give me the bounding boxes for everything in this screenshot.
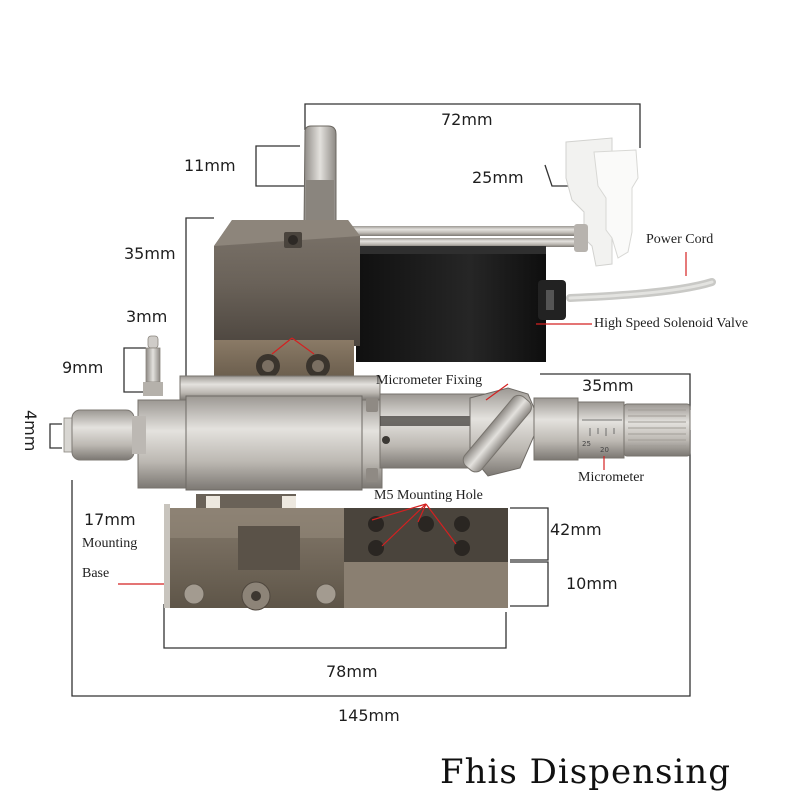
dim-72mm-label: 72mm — [441, 110, 493, 129]
power-cord — [566, 278, 716, 302]
dim-3mm-label: 3mm — [126, 307, 168, 326]
dim-17mm-label: 17mm — [84, 510, 136, 529]
main-steel-body — [137, 375, 383, 491]
micrometer-fixing-label: Micrometer Fixing — [376, 373, 483, 388]
micrometer-scale-b: 20 — [600, 446, 609, 454]
inlet-nozzle — [143, 335, 163, 396]
mounting-base — [164, 494, 508, 611]
mounting-base-label-line1: Mounting — [82, 536, 138, 551]
white-knob — [565, 137, 639, 267]
micrometer-head: 25 20 — [533, 397, 691, 461]
dim-4mm-label: 4mm — [21, 410, 40, 452]
upper-block — [214, 220, 360, 346]
dispense-nozzle — [63, 409, 146, 461]
dim-35mm-top-label: 35mm — [124, 244, 176, 263]
micrometer-fixing-clamp — [462, 387, 541, 477]
micrometer-label: Micrometer — [578, 470, 645, 485]
mounting-base-label-line2: Base — [82, 566, 110, 581]
solenoid-valve-label: High Speed Solenoid Valve — [594, 316, 749, 331]
dim-9mm-label: 9mm — [62, 358, 104, 377]
callout-lines — [118, 252, 687, 585]
dim-10mm-label: 10mm — [566, 574, 618, 593]
lifting-eye — [303, 125, 337, 229]
solenoid-valve-body — [356, 246, 566, 362]
power-cord-label: Power Cord — [646, 232, 714, 247]
dim-145mm-label: 145mm — [338, 706, 400, 725]
m5-mounting-hole-label: M5 Mounting Hole — [374, 488, 483, 503]
micrometer-scale-a: 25 — [582, 440, 591, 448]
dim-78mm-label: 78mm — [326, 662, 378, 681]
dim-11mm-label: 11mm — [184, 156, 236, 175]
dim-25mm-label: 25mm — [472, 168, 524, 187]
top-rods — [340, 224, 588, 252]
dimension-lines — [49, 103, 691, 697]
dim-35mm-right-label: 35mm — [582, 376, 634, 395]
dim-42mm-label: 42mm — [550, 520, 602, 539]
brand-watermark: Fhis Dispensing — [440, 752, 731, 792]
